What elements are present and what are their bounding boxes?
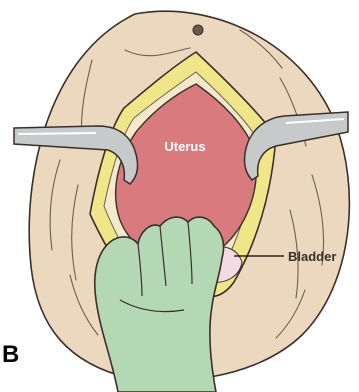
bladder-label: Bladder <box>288 249 336 264</box>
uterus-label: Uterus <box>164 139 205 154</box>
umbilicus <box>193 25 203 35</box>
left-retractor-highlight <box>18 133 96 134</box>
panel-label: B <box>2 341 19 368</box>
gloved-hand <box>95 217 224 392</box>
